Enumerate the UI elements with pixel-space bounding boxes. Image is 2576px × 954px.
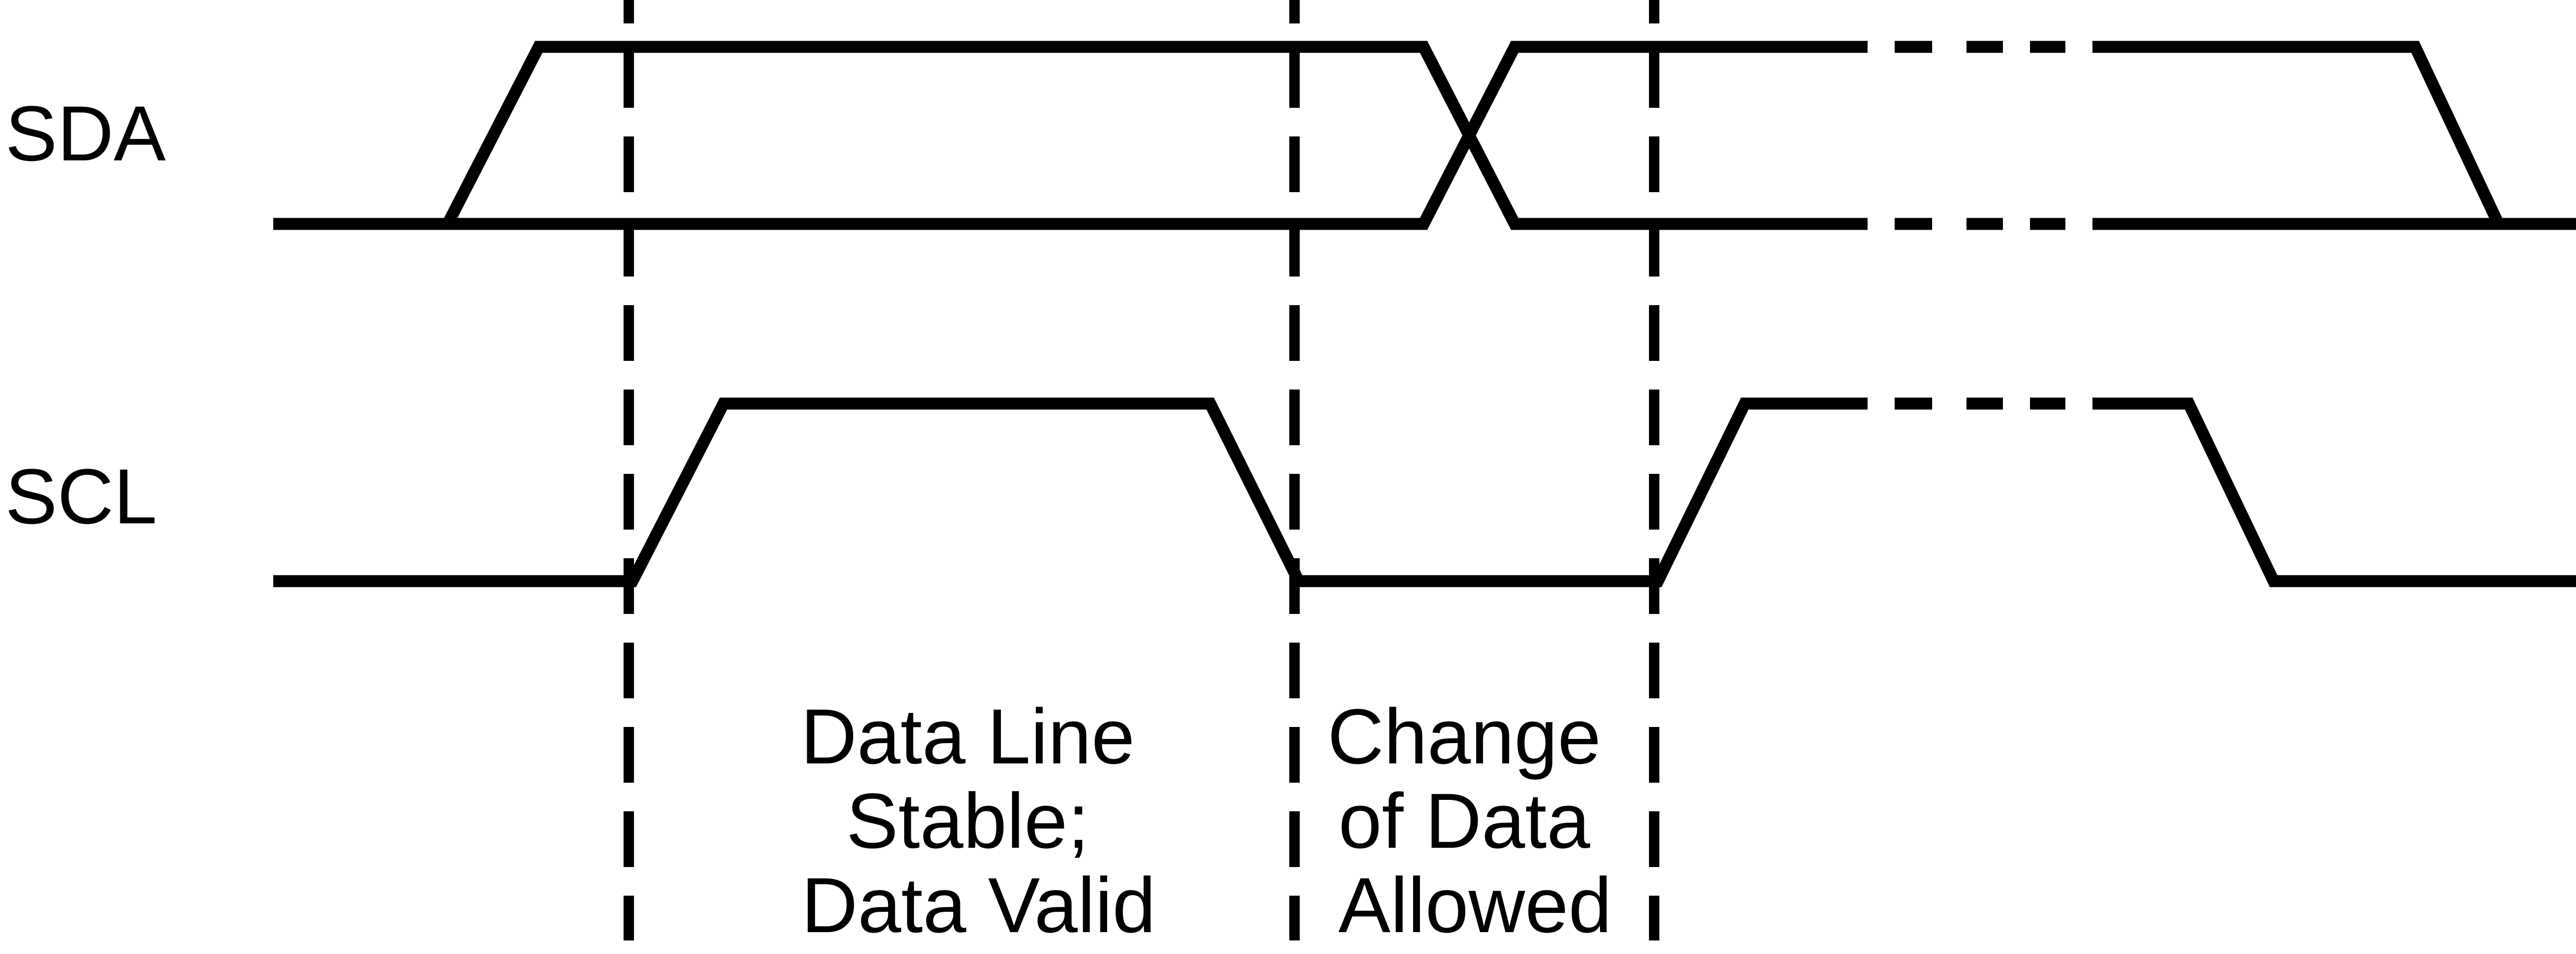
annotation-change-allowed: Change of Data Allowed <box>1327 693 1622 949</box>
sda-label: SDA <box>5 90 166 177</box>
annotation-change-allowed-line-1: Change <box>1327 693 1601 780</box>
scl-right-fall-low <box>2092 397 2576 587</box>
scl-waveform <box>273 397 2576 587</box>
annotation-data-valid-line-3: Data Valid <box>802 861 1156 949</box>
annotation-data-valid-line-2: Stable; <box>846 777 1089 864</box>
annotation-change-allowed-line-2: of Data <box>1338 777 1590 864</box>
sda-low-cross-rise-high <box>273 41 1868 230</box>
annotation-change-allowed-line-3: Allowed <box>1338 861 1611 949</box>
scl-left-pulse <box>273 397 1868 587</box>
sda-rise-high-fall-low <box>442 41 1868 230</box>
annotation-data-valid-line-1: Data Line <box>801 693 1135 780</box>
sda-high-right-fall <box>2092 41 2504 227</box>
sda-waveform <box>273 41 2576 230</box>
annotation-data-valid: Data Line Stable; Data Valid <box>801 693 1157 949</box>
scl-label: SCL <box>5 453 157 540</box>
guide-lines <box>624 0 1659 940</box>
